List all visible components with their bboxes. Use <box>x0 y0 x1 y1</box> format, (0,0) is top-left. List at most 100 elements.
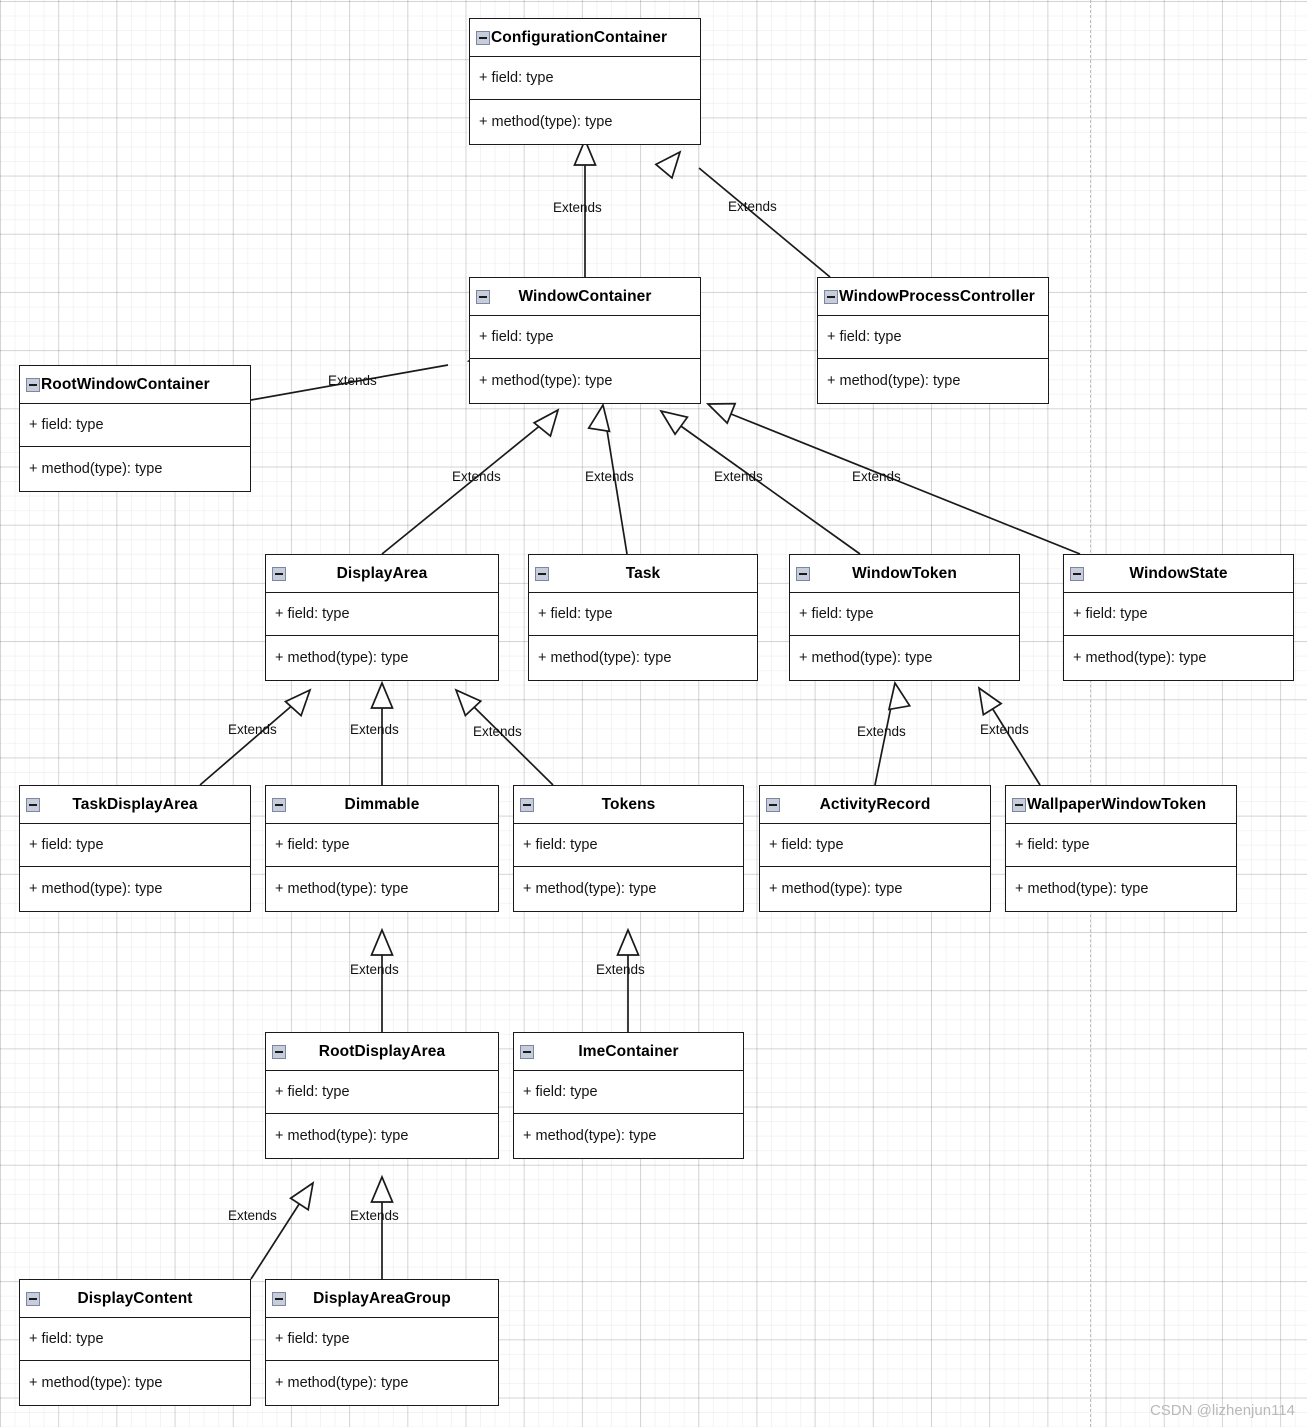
class-title-bar: RootDisplayArea <box>266 1033 498 1071</box>
class-title-bar: Dimmable <box>266 786 498 824</box>
class-method-row: + method(type): type <box>799 650 933 666</box>
minus-box-icon[interactable] <box>824 289 838 304</box>
class-field-row: + field: type <box>470 57 700 100</box>
uml-class-windowstate[interactable]: WindowState+ field: type+ method(type): … <box>1063 554 1294 681</box>
class-field-row: + field: type <box>266 1071 498 1114</box>
edge-label-extends: Extends <box>728 199 777 214</box>
edge-label-extends: Extends <box>585 469 634 484</box>
inheritance-arrowhead <box>532 408 560 438</box>
uml-class-displayareagroup[interactable]: DisplayAreaGroup+ field: type+ method(ty… <box>265 1279 499 1406</box>
class-method-row: + method(type): type <box>275 1375 409 1391</box>
inheritance-arrowhead <box>454 688 483 717</box>
class-method-row: + method(type): type <box>275 881 409 897</box>
class-field-row: + field: type <box>266 593 498 636</box>
class-title-bar: TaskDisplayArea <box>20 786 250 824</box>
class-name: ActivityRecord <box>819 795 931 813</box>
class-field-row: + field: type <box>266 1318 498 1361</box>
edge-label-extends: Extends <box>228 722 277 737</box>
minus-box-icon[interactable] <box>272 566 286 581</box>
uml-class-windowtoken[interactable]: WindowToken+ field: type+ method(type): … <box>789 554 1020 681</box>
class-title-bar: Tokens <box>514 786 743 824</box>
class-name: ConfigurationContainer <box>491 28 668 46</box>
inheritance-arrowhead <box>977 686 1003 717</box>
class-name: WallpaperWindowToken <box>1027 795 1207 813</box>
inheritance-arrowhead <box>887 680 912 711</box>
uml-class-imecontainer[interactable]: ImeContainer+ field: type+ method(type):… <box>513 1032 744 1159</box>
class-method-row: + method(type): type <box>275 1128 409 1144</box>
uml-class-activityrecord[interactable]: ActivityRecord+ field: type+ method(type… <box>759 785 991 912</box>
class-name: Task <box>625 564 661 582</box>
uml-class-task[interactable]: Task+ field: type+ method(type): type <box>528 554 758 681</box>
class-field-row: + field: type <box>790 593 1019 636</box>
uml-class-windowcontainer[interactable]: WindowContainer+ field: type+ method(typ… <box>469 277 701 404</box>
class-title-bar: WindowContainer <box>470 278 700 316</box>
inheritance-arrowhead <box>659 409 689 436</box>
uml-class-tokens[interactable]: Tokens + field: type + method(type): type <box>513 785 744 912</box>
inheritance-arrowhead <box>616 927 640 956</box>
minus-box-icon[interactable] <box>272 1044 286 1059</box>
class-method-row: + method(type): type <box>29 1375 163 1391</box>
page-break-guide <box>1090 0 1091 1427</box>
minus-box-icon[interactable] <box>26 1291 40 1306</box>
inheritance-arrowhead <box>370 927 394 956</box>
inheritance-arrowhead <box>283 688 312 718</box>
minus-box-icon[interactable] <box>26 377 40 392</box>
class-method-row: + method(type): type <box>479 373 613 389</box>
minus-box-icon[interactable] <box>1070 566 1084 581</box>
minus-box-icon[interactable] <box>1012 797 1026 812</box>
minus-box-icon[interactable] <box>520 797 534 812</box>
class-title-bar: WindowState <box>1064 555 1293 593</box>
class-title-bar: DisplayContent <box>20 1280 250 1318</box>
uml-class-dimmable[interactable]: Dimmable + field: type + method(type): typ… <box>265 785 499 912</box>
inheritance-edge <box>370 1174 394 1279</box>
minus-box-icon[interactable] <box>796 566 810 581</box>
minus-box-icon[interactable] <box>535 566 549 581</box>
uml-class-displayarea[interactable]: DisplayArea+ field: type+ method(type): … <box>265 554 499 681</box>
class-field-row: + field: type <box>20 824 250 867</box>
class-name: WindowState <box>1129 564 1228 582</box>
minus-box-icon[interactable] <box>520 1044 534 1059</box>
class-method-row: + method(type): type <box>1015 881 1149 897</box>
class-method-row: + method(type): type <box>523 1128 657 1144</box>
class-method-row: + method(type): type <box>538 650 672 666</box>
class-name: RootWindowContainer <box>41 375 210 393</box>
minus-box-icon[interactable] <box>272 1291 286 1306</box>
minus-box-icon[interactable] <box>766 797 780 812</box>
minus-box-icon[interactable] <box>476 289 490 304</box>
class-name: Dimmable <box>344 795 420 813</box>
class-method-row: + method(type): type <box>29 881 163 897</box>
uml-class-wallpaperwindowtoken[interactable]: WallpaperWindowToken + field: type + metho… <box>1005 785 1237 912</box>
inheritance-arrowhead <box>370 680 394 709</box>
class-field-row: + field: type <box>818 316 1048 359</box>
class-field-row: + field: type <box>1006 824 1236 867</box>
edge-label-extends: Extends <box>473 724 522 739</box>
class-method-row: + method(type): type <box>827 373 961 389</box>
uml-class-displaycontent[interactable]: DisplayContent+ field: type+ method(type… <box>19 1279 251 1406</box>
uml-class-rootdisplayarea[interactable]: RootDisplayArea+ field: type + method(typ… <box>265 1032 499 1159</box>
inheritance-arrowhead <box>370 1174 394 1203</box>
edge-label-extends: Extends <box>350 962 399 977</box>
uml-class-taskdisplayarea[interactable]: TaskDisplayArea+ field: type + method(typ… <box>19 785 251 912</box>
class-title-bar: ConfigurationContainer <box>470 19 700 57</box>
class-title-bar: WallpaperWindowToken <box>1006 786 1236 824</box>
minus-box-icon[interactable] <box>26 797 40 812</box>
class-field-row: + field: type <box>266 824 498 867</box>
class-method-row: + method(type): type <box>275 650 409 666</box>
class-method-row: + method(type): type <box>523 881 657 897</box>
uml-class-configurationcontainer[interactable]: ConfigurationContainer + field: type + met… <box>469 18 701 145</box>
class-method-row: + method(type): type <box>479 114 613 130</box>
minus-box-icon[interactable] <box>272 797 286 812</box>
class-title-bar: RootWindowContainer <box>20 366 250 404</box>
class-field-row: + field: type <box>514 824 743 867</box>
minus-box-icon[interactable] <box>476 30 490 45</box>
class-name: DisplayContent <box>77 1289 193 1307</box>
uml-class-rootwindowcontainer[interactable]: RootWindowContainer+ field: type+ method… <box>19 365 251 492</box>
edge-label-extends: Extends <box>350 722 399 737</box>
edge-label-extends: Extends <box>714 469 763 484</box>
class-name: Tokens <box>601 795 656 813</box>
class-field-row: + field: type <box>514 1071 743 1114</box>
uml-class-windowprocesscontroller[interactable]: WindowProcessController+ field: type+ me… <box>817 277 1049 404</box>
inheritance-edge <box>370 927 394 1032</box>
